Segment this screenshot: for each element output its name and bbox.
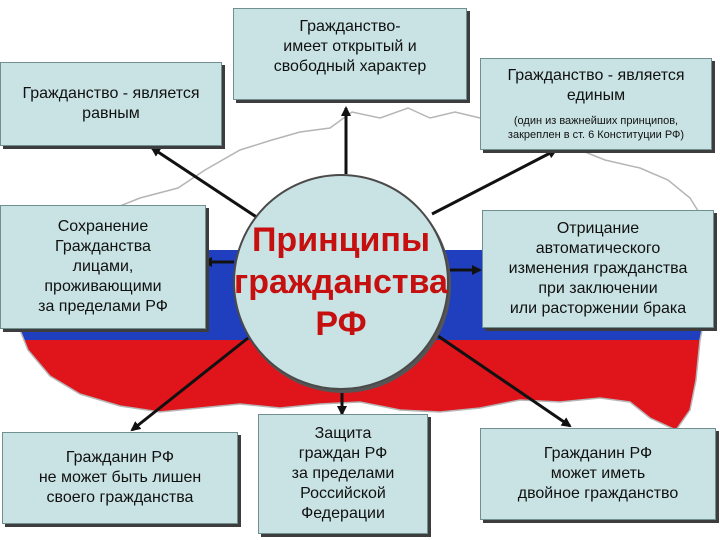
box-denial-text: Отрицание автоматического изменения граж… [508,220,688,317]
box-equal: Гражданство - является равным [0,62,222,146]
box-open-text: Гражданство- имеет открытый и свободный … [273,18,427,75]
box-dual: Гражданин РФ может иметь двойное граждан… [480,428,716,520]
box-equal-text: Гражданство - является равным [22,85,200,122]
arrow-to-dual [437,334,572,428]
box-preserve-text: Сохранение Гражданства лицами, проживающ… [38,218,168,315]
box-cannot-lose-text: Гражданин РФ не может быть лишен своего … [38,449,202,506]
box-protection: Защита граждан РФ за пределами Российско… [258,414,428,534]
box-preserve: Сохранение Гражданства лицами, проживающ… [0,205,206,329]
arrow-to-unified [431,148,558,216]
arrow-to-cannot-lose [130,336,249,432]
arrow-to-equal [150,146,259,220]
box-protection-text: Защита граждан РФ за пределами Российско… [291,425,395,522]
box-unified-note: (один из важнейших принципов, закреплен … [507,115,685,141]
center-title-text: Принципы гражданства РФ [234,221,448,343]
center-circle-title: Принципы гражданства РФ [233,174,449,390]
box-dual-text: Гражданин РФ может иметь двойное граждан… [517,445,679,502]
box-unified-text: Гражданство - является единым [507,67,685,104]
box-denial: Отрицание автоматического изменения граж… [482,210,714,328]
box-cannot-lose: Гражданин РФ не может быть лишен своего … [2,432,238,524]
box-open: Гражданство- имеет открытый и свободный … [233,8,467,100]
box-unified: Гражданство - является единым (один из в… [480,58,712,150]
